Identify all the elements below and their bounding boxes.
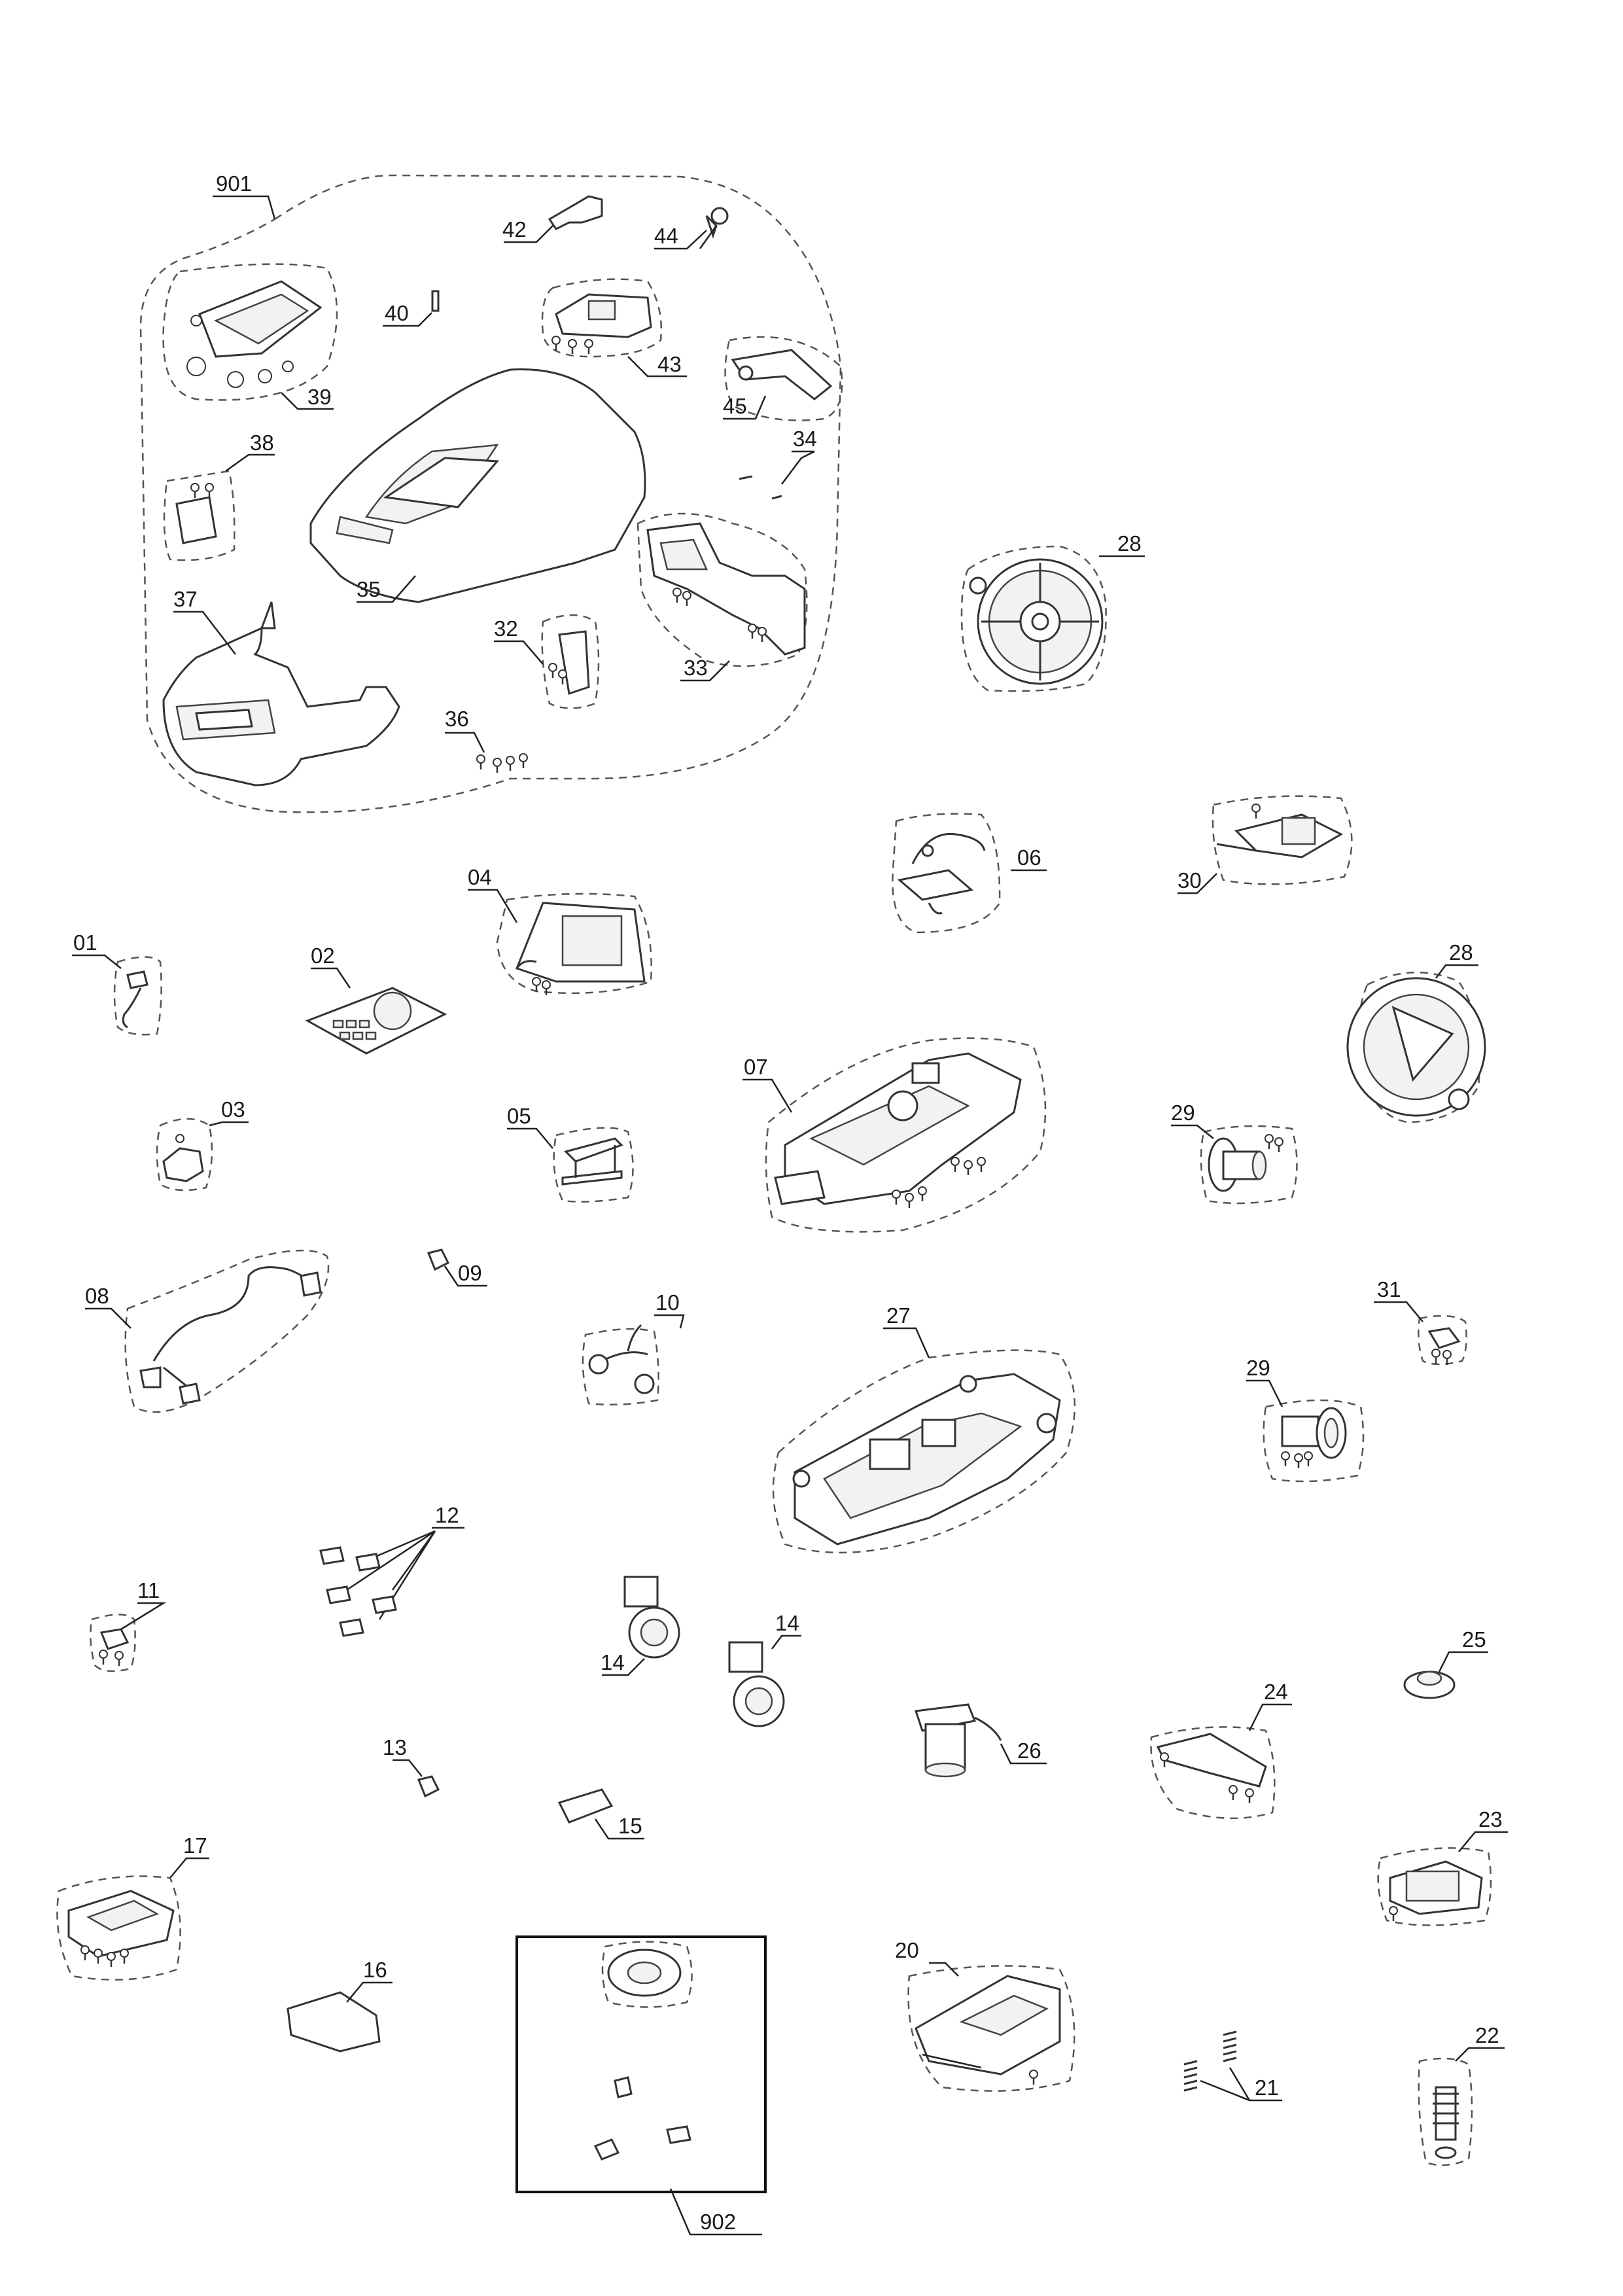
label-22: 22 — [1475, 2023, 1499, 2047]
part-10: 10 — [582, 1290, 685, 1405]
part-29-motor-b: 29 — [1246, 1356, 1365, 1483]
part-11: 11 — [90, 1578, 167, 1672]
label-01: 01 — [73, 930, 97, 955]
label-15: 15 — [618, 1814, 642, 1838]
label-32: 32 — [494, 616, 518, 641]
part-31: 31 — [1374, 1277, 1467, 1366]
part-39: 39 — [162, 263, 338, 410]
label-36: 36 — [445, 707, 469, 731]
part-33: 33 — [637, 512, 808, 682]
part-45: 45 — [723, 336, 843, 421]
label-13: 13 — [383, 1735, 407, 1759]
label-902: 902 — [700, 2210, 736, 2234]
part-22: 22 — [1418, 2023, 1505, 2166]
part-44: 44 — [654, 207, 729, 250]
label-09: 09 — [458, 1261, 482, 1285]
label-45: 45 — [723, 394, 747, 418]
label-28-a: 28 — [1117, 531, 1142, 556]
label-31: 31 — [1377, 1277, 1401, 1301]
label-11: 11 — [137, 1578, 160, 1602]
assembly-901: 901 — [139, 171, 842, 813]
part-28-wheel-b: 28 — [1346, 940, 1486, 1123]
part-09: 09 — [427, 1248, 487, 1287]
label-25: 25 — [1462, 1627, 1486, 1651]
label-43: 43 — [657, 352, 682, 376]
label-40: 40 — [385, 301, 409, 325]
label-12: 12 — [435, 1503, 459, 1527]
part-14-wheel-b: 14 — [728, 1611, 801, 1727]
part-32: 32 — [494, 614, 600, 709]
label-35: 35 — [357, 577, 381, 601]
part-07: 07 — [742, 1037, 1047, 1233]
label-26: 26 — [1017, 1739, 1041, 1763]
label-37: 37 — [173, 587, 198, 611]
part-03: 03 — [156, 1097, 249, 1192]
part-15: 15 — [557, 1788, 644, 1840]
part-40: 40 — [383, 290, 440, 327]
label-29-a: 29 — [1171, 1101, 1195, 1125]
label-02: 02 — [311, 944, 335, 968]
label-05: 05 — [507, 1104, 531, 1128]
label-08: 08 — [85, 1284, 109, 1308]
part-35: 35 — [309, 368, 646, 603]
label-17: 17 — [183, 1833, 207, 1858]
label-39: 39 — [307, 385, 332, 409]
label-42: 42 — [502, 217, 527, 241]
label-14-b: 14 — [775, 1611, 799, 1635]
part-16: 16 — [287, 1958, 393, 2053]
part-43: 43 — [541, 278, 687, 378]
label-28-b: 28 — [1449, 940, 1473, 964]
label-30: 30 — [1178, 868, 1202, 892]
part-29-motor-a: 29 — [1171, 1101, 1298, 1205]
label-23: 23 — [1478, 1807, 1503, 1831]
part-20: 20 — [895, 1938, 1075, 2092]
label-901: 901 — [216, 171, 252, 196]
part-42: 42 — [502, 195, 603, 243]
label-10: 10 — [655, 1290, 680, 1315]
part-13: 13 — [383, 1735, 440, 1798]
label-07: 07 — [744, 1055, 768, 1079]
label-20: 20 — [895, 1938, 919, 1962]
label-38: 38 — [250, 431, 274, 455]
part-38: 38 — [163, 431, 275, 561]
label-03: 03 — [221, 1097, 245, 1122]
part-21: 21 — [1183, 2030, 1282, 2102]
part-27: 27 — [772, 1303, 1076, 1554]
kit-902: 902 — [515, 1935, 767, 2236]
part-01: 01 — [72, 930, 162, 1036]
label-44: 44 — [654, 224, 678, 248]
label-24: 24 — [1264, 1680, 1288, 1704]
part-17: 17 — [56, 1833, 209, 1981]
part-37: 37 — [162, 587, 400, 786]
label-33: 33 — [684, 656, 708, 680]
label-06: 06 — [1017, 845, 1041, 870]
part-12: 12 — [319, 1503, 464, 1637]
part-05: 05 — [507, 1104, 634, 1203]
part-25: 25 — [1403, 1627, 1488, 1699]
part-23: 23 — [1377, 1807, 1508, 1926]
part-06: 06 — [892, 813, 1047, 934]
label-04: 04 — [468, 865, 492, 889]
part-34: 34 — [739, 427, 817, 500]
label-14-a: 14 — [601, 1650, 625, 1674]
part-14-wheel-a: 14 — [601, 1576, 680, 1676]
label-16: 16 — [363, 1958, 387, 1982]
part-26: 26 — [914, 1703, 1047, 1778]
part-24: 24 — [1150, 1680, 1292, 1820]
part-04: 04 — [468, 865, 652, 997]
label-34: 34 — [793, 427, 817, 451]
label-21: 21 — [1255, 2075, 1279, 2100]
label-29-b: 29 — [1246, 1356, 1270, 1380]
label-27: 27 — [886, 1303, 911, 1328]
part-28-wheel-a: 28 — [960, 531, 1145, 692]
part-36: 36 — [445, 707, 529, 774]
part-30: 30 — [1178, 795, 1353, 894]
part-08: 08 — [85, 1249, 330, 1413]
part-02: 02 — [305, 944, 447, 1055]
